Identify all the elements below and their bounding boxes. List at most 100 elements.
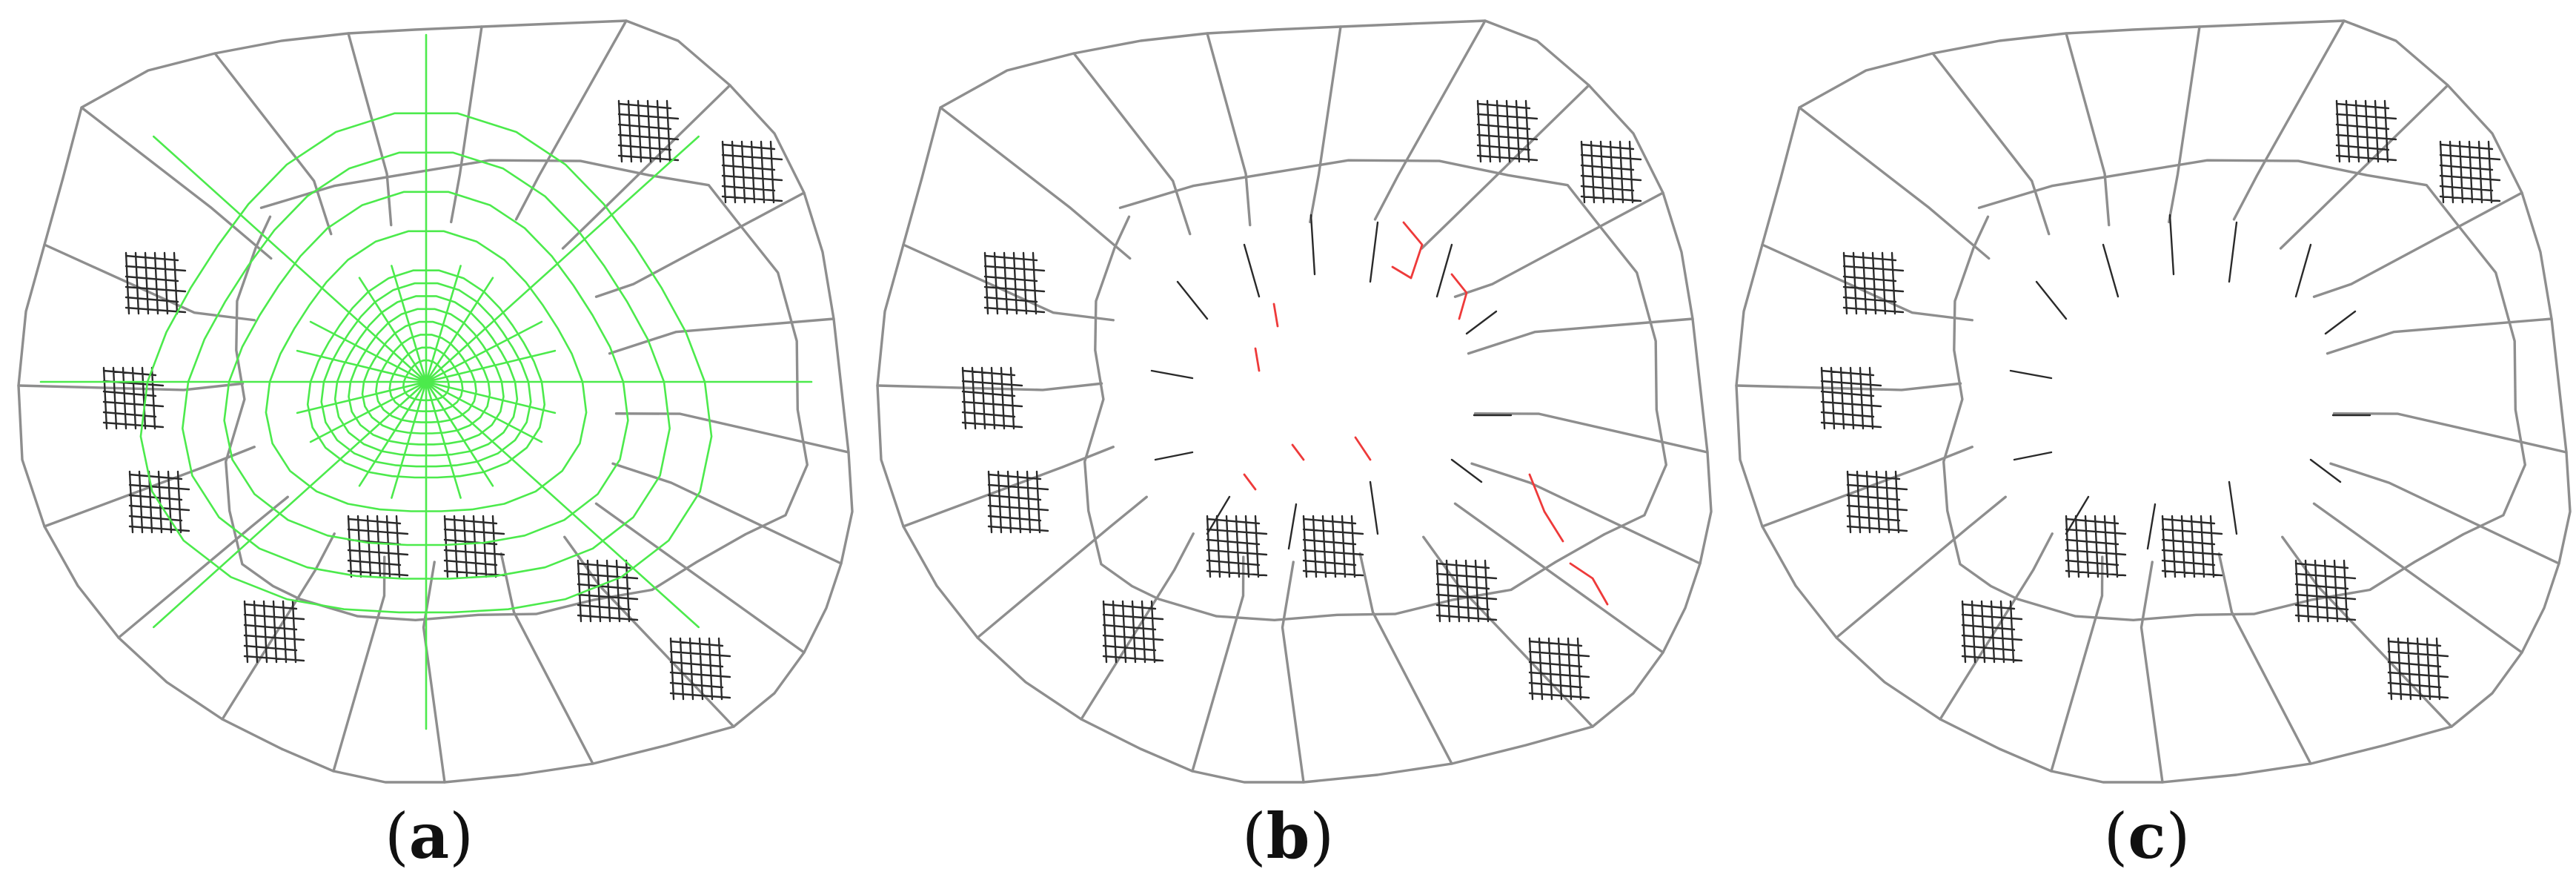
radial-road-b	[939, 106, 1132, 260]
central-radial-street	[425, 380, 700, 629]
local-street-cluster-a	[243, 600, 305, 664]
local-street-cluster-c	[2065, 515, 2127, 578]
radial-road-b	[902, 446, 1115, 528]
radial-road-a	[43, 446, 256, 528]
middle-ring-road-a	[225, 159, 809, 621]
radial-road-a	[614, 412, 850, 454]
central-radial-street	[153, 380, 428, 629]
radial-road-c	[1931, 52, 2051, 236]
radial-road-a	[594, 502, 806, 654]
local-street-cluster-b	[987, 470, 1049, 534]
radial-road-c	[2312, 502, 2523, 654]
spur-road-c	[2065, 495, 2090, 535]
local-street-cluster-b	[961, 366, 1023, 430]
local-street-cluster-b	[1476, 99, 1538, 163]
central-radial-street	[296, 349, 428, 383]
removed-road-segment	[1272, 303, 1279, 328]
radial-road-c	[2326, 317, 2553, 355]
local-street-cluster-a	[721, 140, 783, 204]
spur-road-c	[2168, 214, 2175, 276]
radial-road-b	[1467, 317, 1694, 355]
removed-road-segment	[1254, 347, 1261, 372]
panel-a: (a)	[0, 0, 858, 889]
radial-road-a	[594, 191, 806, 298]
spur-road-b	[1243, 243, 1261, 298]
spur-road-c	[2146, 503, 2157, 550]
removed-road-segment	[1354, 436, 1372, 461]
local-street-cluster-c	[2387, 637, 2449, 701]
local-street-cluster-b	[1302, 515, 1364, 578]
central-radial-street	[391, 265, 428, 383]
radial-road-c	[2312, 191, 2523, 298]
caption-c: (c)	[2103, 799, 2191, 873]
caption-b: (b)	[1241, 799, 1335, 873]
radial-road-b	[1422, 535, 1594, 728]
spur-road-b	[1369, 221, 1379, 283]
radial-road-b	[1191, 555, 1245, 773]
caption-a: (a)	[385, 799, 474, 873]
radial-road-b	[1453, 191, 1664, 298]
removed-road-segment	[1450, 273, 1468, 320]
radial-road-a	[347, 32, 393, 227]
central-radial-street	[296, 380, 428, 414]
radial-road-b	[1358, 552, 1453, 765]
local-street-cluster-a	[577, 559, 639, 623]
spur-road-c	[2294, 243, 2312, 298]
spur-road-b	[1154, 451, 1194, 461]
removed-road-segment	[1391, 221, 1424, 280]
radial-road-a	[80, 106, 273, 260]
central-radial-street	[391, 380, 428, 499]
radial-road-a	[43, 243, 256, 322]
local-street-cluster-c	[1820, 366, 1882, 430]
radial-road-a	[561, 84, 731, 250]
panel-c: (c)	[1718, 0, 2576, 889]
central-radial-street	[425, 277, 494, 383]
central-radial-street	[425, 380, 462, 499]
radial-road-b	[876, 382, 1103, 391]
radial-road-c	[1798, 106, 1991, 260]
radial-road-b	[1206, 32, 1252, 227]
spur-road-b	[1309, 214, 1316, 276]
spur-road-b	[1450, 458, 1483, 483]
radial-road-c	[2281, 535, 2453, 728]
central-radial-street	[358, 380, 428, 487]
removed-road-segment	[1243, 473, 1257, 491]
central-radial-street	[425, 135, 700, 383]
spur-road-b	[1150, 369, 1194, 380]
radial-road-c	[2217, 552, 2312, 765]
local-street-cluster-b	[983, 251, 1046, 315]
spur-road-c	[2013, 451, 2053, 461]
local-street-cluster-c	[2335, 99, 2397, 163]
radial-road-c	[2168, 25, 2201, 224]
radial-road-b	[976, 495, 1148, 639]
radial-road-c	[1735, 382, 1962, 391]
radial-road-c	[2279, 84, 2449, 250]
spur-road-b	[1206, 495, 1231, 535]
local-street-cluster-b	[1528, 637, 1590, 701]
removed-road-segment	[1528, 473, 1564, 543]
central-radial-street	[309, 380, 428, 443]
removed-road-segment	[1569, 562, 1609, 606]
local-street-cluster-c	[1961, 600, 2023, 664]
radial-road-c	[2232, 19, 2346, 221]
central-radial-street	[425, 349, 557, 383]
spur-road-b	[1465, 310, 1498, 335]
radial-road-b	[1281, 561, 1305, 784]
central-radial-street	[425, 320, 543, 383]
local-street-cluster-a	[347, 515, 409, 578]
spur-road-c	[2102, 243, 2119, 298]
local-street-cluster-b	[1580, 140, 1642, 204]
radial-road-b	[1473, 412, 1709, 454]
spur-road-c	[2324, 310, 2357, 335]
spur-road-c	[2228, 221, 2238, 283]
spur-road-b	[1369, 480, 1379, 535]
middle-ring-road-b	[1083, 159, 1667, 621]
panel-b: (b)	[859, 0, 1717, 889]
radial-road-b	[1470, 462, 1702, 565]
radial-road-c	[1939, 532, 2054, 721]
local-street-cluster-b	[1435, 559, 1498, 623]
radial-road-b	[1072, 52, 1192, 236]
radial-road-b	[1420, 84, 1590, 250]
radial-road-c	[2065, 32, 2111, 227]
radial-road-c	[2329, 462, 2560, 565]
